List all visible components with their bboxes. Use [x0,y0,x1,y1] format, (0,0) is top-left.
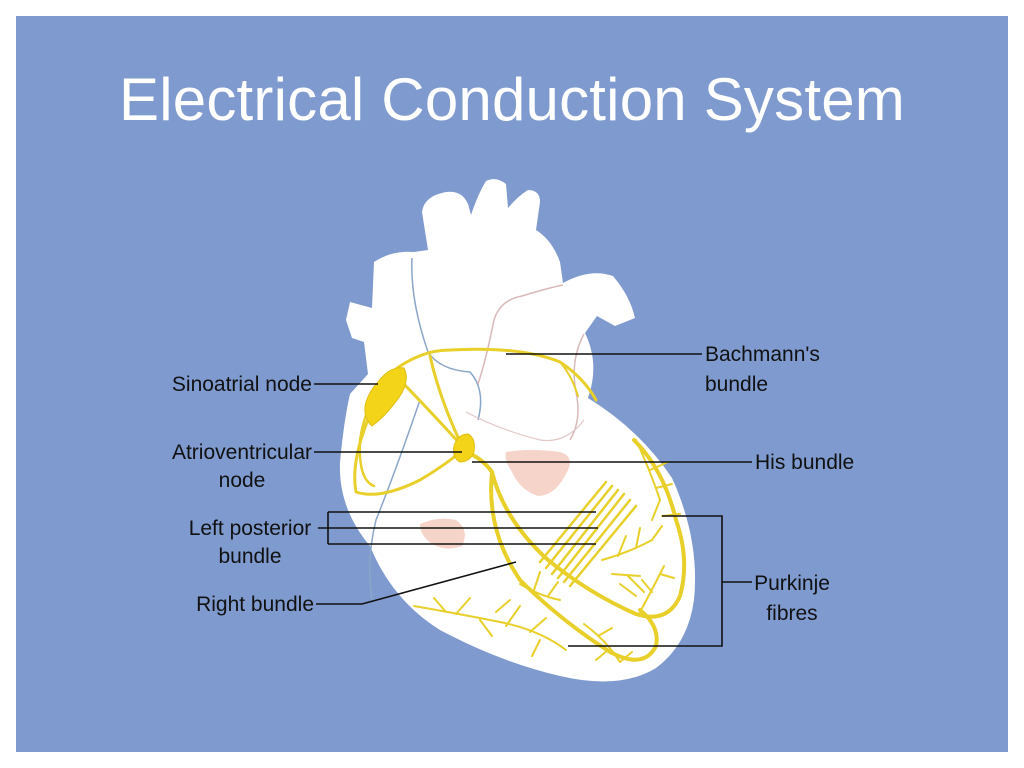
slide-title: Electrical Conduction System [119,66,905,133]
purkinje-branch-right-3 [583,623,633,663]
superior-vena-cava-outline [411,257,482,421]
sinoatrial-node [364,367,407,427]
septum-outline [369,399,421,601]
left-posterior-fan-4 [556,492,626,580]
bachmanns-branch [559,361,579,397]
atrioventricular-node-label-line1: Atrioventricular [172,441,312,464]
left-posterior-fan-3 [550,488,620,576]
internodal-tract-middle [428,354,464,448]
purkinje-fibres-bracket [568,515,752,647]
purkinje-branch-right-1 [413,597,567,657]
left-posterior-bundle-label-line1: Left posterior [189,517,312,540]
heart-body [339,179,696,682]
purkinje-fibres-label-line1: Purkinje [754,572,830,595]
diagram-labels: Sinoatrial node Atrioventricular node Le… [172,343,854,625]
right-bundle-pathway [489,470,659,662]
left-posterior-bundle-label-line2: bundle [218,545,281,568]
bachmanns-bundle-pathway [390,347,598,402]
left-posterior-bundle-bracket [318,511,598,545]
right-bundle-leader [316,561,517,605]
atrium-outline [465,411,585,442]
left-posterior-fan-5 [562,498,632,584]
purkinje-fibres-label-line2: fibres [766,602,817,625]
atrioventricular-node-label-line2: node [219,469,266,492]
atrioventricular-node [453,433,475,463]
left-posterior-fan-6 [568,504,638,588]
bachmanns-bundle-label-line2: bundle [705,373,768,396]
label-leader-lines [314,353,752,647]
sinoatrial-node-label: Sinoatrial node [172,373,312,396]
purkinje-branch-left-2 [601,525,663,593]
purkinje-branch-left-1 [635,439,681,521]
left-posterior-fan-2 [544,484,614,570]
right-bundle-label: Right bundle [196,593,314,616]
his-bundle-label: His bundle [755,451,854,474]
ventricle-highlight [420,518,465,549]
purkinje-branch-left-3 [619,565,675,613]
heart-illustration [339,179,696,682]
pulmonary-artery-outline [477,284,564,385]
bachmanns-bundle-label-line1: Bachmann's [705,343,820,366]
left-posterior-fan-1 [538,480,608,564]
purkinje-branch-right-2 [495,571,561,613]
